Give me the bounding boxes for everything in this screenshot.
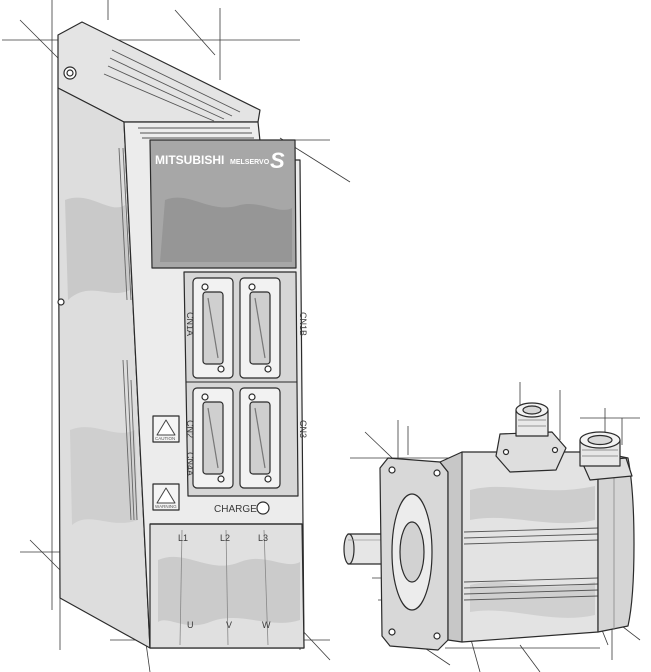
side-screw [57, 298, 65, 306]
warning-label: WARNING [155, 504, 177, 509]
series-logo: MELSERVO [230, 159, 270, 166]
servo-motor [343, 402, 635, 651]
connector-cn2[interactable] [192, 387, 234, 489]
series-mark: S [270, 148, 285, 173]
charge-label: CHARGE [214, 504, 257, 515]
terminal-u-label: U [187, 620, 194, 630]
cn4a-label: CN4A [185, 452, 195, 476]
servo-amplifier [57, 21, 305, 649]
connector-cn1b[interactable] [239, 277, 281, 379]
terminal-w-label: W [262, 620, 271, 630]
terminal-l2-label: L2 [220, 533, 230, 543]
cn1a-label: CN1A [185, 312, 195, 336]
motor-flange [379, 457, 449, 651]
terminal-l3-label: L3 [258, 533, 268, 543]
cn3-label: CN3 [298, 420, 308, 438]
cn2-label: CN2 [185, 420, 195, 438]
terminal-l1-label: L1 [178, 533, 188, 543]
caution-label: CAUTION [155, 436, 175, 441]
top-vents [103, 49, 241, 122]
caution-plate [152, 415, 180, 443]
amplifier-labels: MITSUBISHI MELSERVO S CN1A CN1B CN2 CN4A… [155, 148, 308, 630]
terminal-v-label: V [226, 620, 232, 630]
power-connector [495, 402, 567, 473]
cn1b-label: CN1B [298, 312, 308, 336]
connector-cn1a[interactable] [192, 277, 234, 379]
charge-lamp [256, 501, 270, 515]
connector-cn3[interactable] [239, 387, 281, 489]
encoder-connector [579, 431, 633, 481]
warning-plate [152, 483, 180, 511]
motor-grooves [463, 527, 599, 601]
brand-label: MITSUBISHI [155, 153, 224, 167]
